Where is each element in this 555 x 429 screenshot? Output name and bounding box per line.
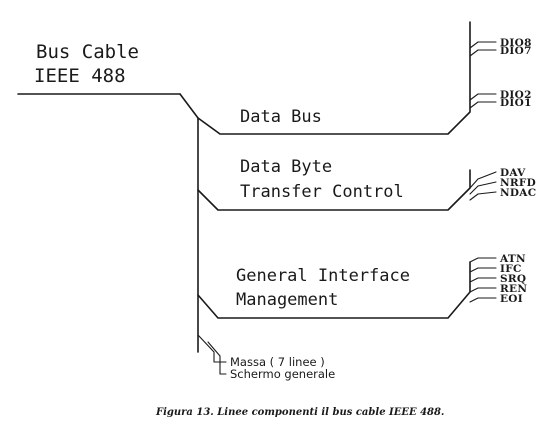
srq-tick <box>469 277 497 283</box>
signal-dio2: DIO2 <box>500 89 532 101</box>
signal-atn: ATN <box>499 253 526 265</box>
dio1-tick <box>469 101 497 109</box>
eoi-tick <box>469 297 497 303</box>
schermo-branch <box>207 341 227 375</box>
signal-dio8: DIO8 <box>500 37 532 49</box>
data-bus-branch <box>197 21 471 135</box>
signal-dio7: DIO7 <box>500 45 532 57</box>
transfer-control-branch <box>197 169 471 211</box>
signal-ren: REN <box>500 283 527 295</box>
management-label-line2: Management <box>236 290 338 310</box>
signal-dav: DAV <box>500 167 526 179</box>
signal-ifc: IFC <box>500 263 522 275</box>
main-cable-bend <box>179 93 199 119</box>
figure-caption: Figura 13. Linee componenti il bus cable… <box>155 407 444 418</box>
cable-title-line1: Bus Cable <box>36 41 139 63</box>
data-bus-label: Data Bus <box>240 107 322 127</box>
cable-title-line2: IEEE 488 <box>34 65 126 87</box>
massa-label: Massa ( 7 linee ) <box>230 355 325 369</box>
dio2-tick <box>469 93 497 101</box>
signal-ndac: NDAC <box>500 187 536 199</box>
nrfd-tick <box>469 181 497 195</box>
signal-dio1: DIO1 <box>500 97 532 109</box>
dio8-tick <box>469 41 497 49</box>
atn-tick <box>469 257 497 263</box>
ifc-tick <box>469 267 497 273</box>
dav-tick <box>469 171 497 189</box>
ren-tick <box>469 287 497 293</box>
management-label-line1: General Interface <box>236 266 410 286</box>
transfer-label-line2: Transfer Control <box>240 182 404 202</box>
schermo-label: Schermo generale <box>230 367 335 381</box>
dio7-tick <box>469 49 497 57</box>
signal-eoi: EOI <box>500 293 523 305</box>
signal-nrfd: NRFD <box>500 177 536 189</box>
transfer-label-line1: Data Byte <box>240 157 332 177</box>
ndac-tick <box>469 191 497 201</box>
massa-branch <box>197 334 227 363</box>
signal-srq: SRQ <box>500 273 526 285</box>
